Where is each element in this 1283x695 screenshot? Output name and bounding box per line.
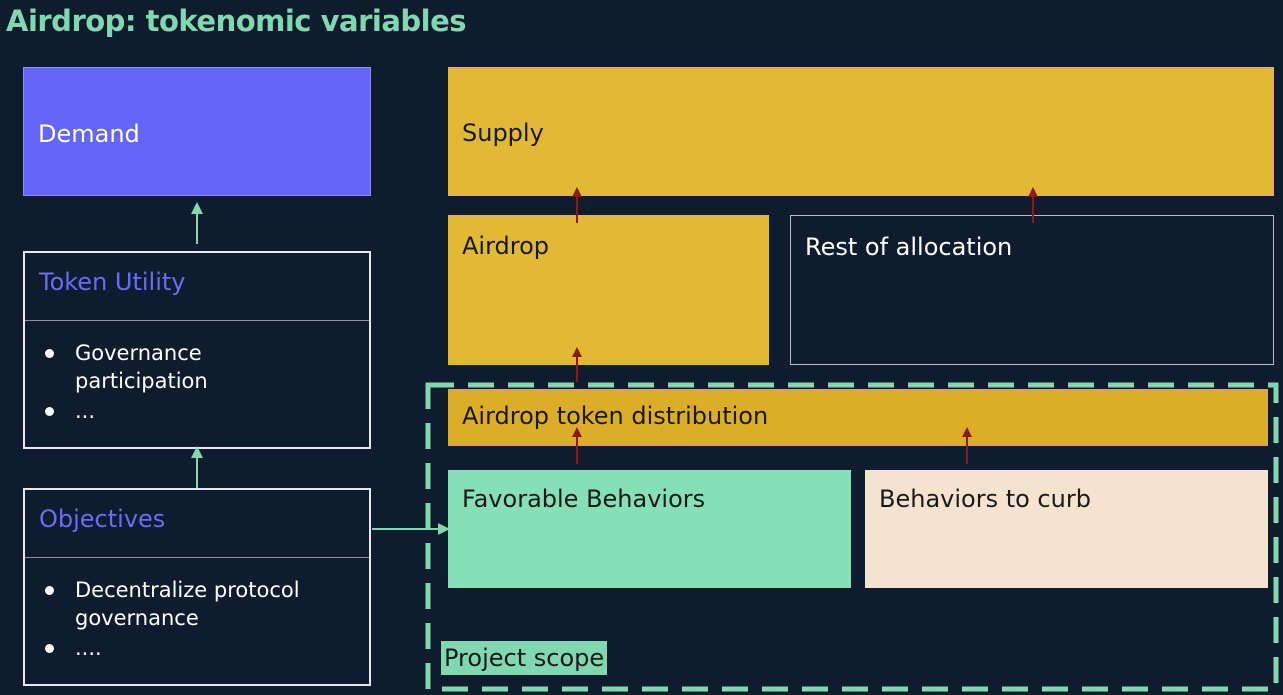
objectives-list: Decentralize protocol governance .... [41,576,355,664]
demand-box: Demand [23,67,371,196]
list-item: .... [41,634,355,662]
supply-box: Supply [448,67,1274,196]
list-item: ... [41,397,275,425]
airdrop-token-distribution-label: Airdrop token distribution [462,402,769,430]
list-item: Governance participation [41,339,275,395]
behaviors-to-curb-label: Behaviors to curb [879,485,1091,513]
rest-of-allocation-box: Rest of allocation [790,215,1274,365]
project-scope-label: Project scope [444,644,605,672]
airdrop-token-distribution-box: Airdrop token distribution [448,389,1268,446]
project-scope-tag: Project scope [441,641,608,675]
supply-label: Supply [462,119,544,147]
token-utility-heading: Token Utility [39,268,186,296]
favorable-behaviors-box: Favorable Behaviors [448,470,851,588]
favorable-behaviors-label: Favorable Behaviors [462,485,706,513]
page-title: Airdrop: tokenomic variables [6,4,467,38]
airdrop-box: Airdrop [448,215,769,365]
objectives-card: Objectives Decentralize protocol governa… [23,488,371,686]
objectives-header: Objectives [25,490,369,558]
demand-label: Demand [38,120,140,148]
behaviors-to-curb-box: Behaviors to curb [865,470,1268,588]
objectives-heading: Objectives [39,505,166,533]
token-utility-list: Governance participation ... [41,339,275,427]
airdrop-label: Airdrop [462,232,550,260]
list-item: Decentralize protocol governance [41,576,355,632]
token-utility-header: Token Utility [25,253,369,321]
rest-of-allocation-label: Rest of allocation [805,233,1013,261]
project-scope-border [425,382,1279,692]
